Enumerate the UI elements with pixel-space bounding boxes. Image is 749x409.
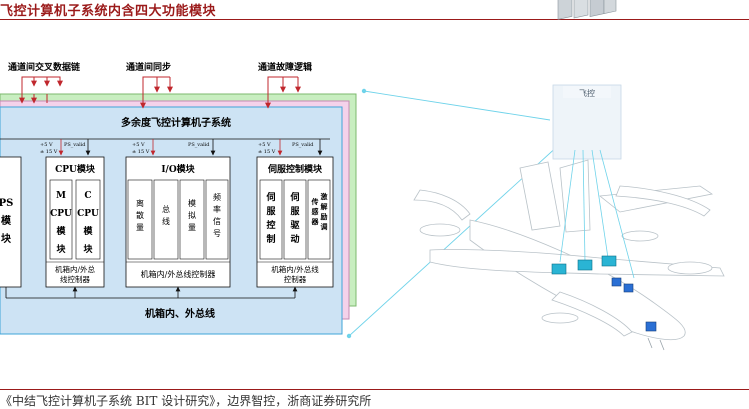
io-col-box-4 xyxy=(205,179,229,260)
io-title: I/O模块 xyxy=(161,163,195,175)
m-cpu-3: 模 xyxy=(56,225,66,237)
c-cpu-4: 块 xyxy=(83,243,93,255)
io-c1-2: 散 xyxy=(136,210,144,220)
io-c4-3: 信 xyxy=(213,216,221,226)
fcc-units xyxy=(557,0,617,20)
servo-c3-4: 激 xyxy=(321,192,328,201)
servo-power-5v: +5 V xyxy=(258,142,271,148)
callout-dot-top xyxy=(361,88,367,94)
callout-title-bg xyxy=(563,86,611,98)
io-c3-3: 量 xyxy=(188,223,196,232)
source-rule xyxy=(0,389,749,390)
c-cpu-2: CPU xyxy=(77,209,99,219)
servo-bus-l2: 控制器 xyxy=(284,274,307,284)
servo-col-box-2 xyxy=(283,179,307,260)
cpu-bus-l2: 线控制器 xyxy=(60,274,90,284)
cpu-power-5v: +5 V xyxy=(40,142,53,148)
callout-dot-bottom xyxy=(346,333,352,339)
io-ps-valid: PS_valid xyxy=(188,142,210,148)
label-sync: 通道间同步 xyxy=(126,61,171,73)
servo-c3-2: 感 xyxy=(312,207,319,216)
servo-c3-3: 器 xyxy=(311,217,320,226)
servo-power-15v: ± 15 V xyxy=(258,149,276,155)
servo-c3-6: 励 xyxy=(321,212,328,221)
servo-c3-5: 解 xyxy=(321,202,328,211)
servo-col-box-1 xyxy=(259,179,283,260)
m-cpu-4: 块 xyxy=(56,243,66,255)
servo-c1-1: 伺 xyxy=(265,191,275,203)
servo-c2-4: 动 xyxy=(290,234,299,245)
io-c1-3: 量 xyxy=(136,223,144,232)
servo-c1-2: 服 xyxy=(266,206,276,217)
title-rule xyxy=(0,19,749,20)
link-arrows xyxy=(19,76,301,109)
servo-ps-valid: PS_valid xyxy=(292,142,314,148)
servo-c3-1: 传 xyxy=(311,197,319,206)
ps-module xyxy=(0,156,22,288)
m-cpu-1: M xyxy=(56,191,66,201)
servo-col-box-3 xyxy=(307,179,331,260)
io-c1-1: 离 xyxy=(136,198,144,208)
page-title: 飞控计算机子系统内含四大功能模块 xyxy=(0,4,217,19)
io-col-box-2 xyxy=(153,179,179,260)
backplane-lines xyxy=(5,286,298,299)
ps-label-2: 模 xyxy=(1,214,12,227)
power-arrows xyxy=(58,139,283,156)
io-c4-4: 号 xyxy=(213,229,221,238)
io-c4-2: 率 xyxy=(213,204,221,214)
servo-c1-4: 制 xyxy=(266,233,275,245)
io-c3-2: 拟 xyxy=(188,210,196,220)
callout-title: 飞控 xyxy=(579,88,595,98)
label-cross-link: 通道间交叉数据链 xyxy=(8,61,81,73)
servo-title: 伺服控制模块 xyxy=(267,163,323,175)
c-cpu-3: 模 xyxy=(83,225,93,237)
label-fault-logic: 通道故障逻辑 xyxy=(258,61,312,73)
ps-valid-arrows xyxy=(85,139,323,156)
m-cpu-box xyxy=(49,179,73,260)
servo-c2-3: 驱 xyxy=(290,220,299,231)
cpu-bus-l1: 机箱内/外总 xyxy=(55,264,96,274)
aircraft-modules xyxy=(551,255,657,332)
io-c2-1: 总 xyxy=(162,204,170,214)
callout-leaders xyxy=(348,90,561,337)
io-c3-1: 模 xyxy=(188,198,196,208)
io-col-box-1 xyxy=(127,179,153,260)
io-bus-label: 机箱内/外总线控制器 xyxy=(141,269,216,279)
io-c2-2: 线 xyxy=(162,216,170,226)
aircraft-wiring xyxy=(559,149,635,279)
cpu-ps-valid: PS_valid xyxy=(64,142,86,148)
c-cpu-box xyxy=(75,179,101,260)
ps-label-1: PS xyxy=(0,198,13,209)
c-cpu-1: C xyxy=(84,191,91,201)
servo-bus-l1: 机箱内/外总线 xyxy=(271,264,319,274)
backplane-label: 机箱内、外总线 xyxy=(145,307,215,320)
io-power-5v: +5 V xyxy=(132,142,145,148)
io-power-15v: ± 15 V xyxy=(132,149,150,155)
source-note: 《中结飞控计算机子系统 BIT 设计研究》，边界智控，浙商证券研究所 xyxy=(0,394,372,408)
aircraft-illustration xyxy=(413,159,725,351)
servo-c2-1: 伺 xyxy=(289,191,299,203)
ps-label-3: 块 xyxy=(1,232,12,245)
io-c4-1: 频 xyxy=(213,192,221,202)
system-title: 多余度飞控计算机子系统 xyxy=(121,116,231,129)
m-cpu-2: CPU xyxy=(50,209,72,219)
servo-c1-3: 控 xyxy=(266,219,275,231)
servo-c3-7: 调 xyxy=(321,222,328,231)
servo-c2-2: 服 xyxy=(290,206,300,217)
cpu-title: CPU模块 xyxy=(55,163,96,175)
cpu-power-15v: ± 15 V xyxy=(40,149,58,155)
io-col-box-3 xyxy=(179,179,205,260)
